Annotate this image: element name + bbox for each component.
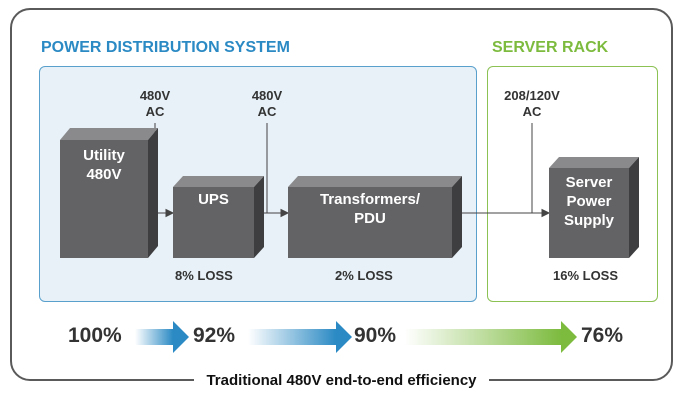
efficiency-start: 100%: [68, 324, 122, 347]
server-rack-panel: [487, 66, 658, 302]
ups-loss-label: 8% LOSS: [175, 268, 233, 283]
utility-voltage-type: AC: [145, 104, 165, 119]
efficiency-after-ups: 92%: [193, 324, 236, 347]
efficiency-arrow-1: [135, 321, 189, 353]
efficiency-arrow-2: [248, 321, 352, 353]
psu-label-line3: Supply: [563, 212, 614, 229]
footer-caption: Traditional 480V end-to-end efficiency: [194, 372, 489, 389]
server-rack-title: SERVER RACK: [492, 39, 609, 56]
utility-to-ups-arrowhead: [165, 208, 175, 218]
ups-voltage-value: 480V: [251, 88, 283, 103]
pdu-voltage-label: 208/120V AC: [494, 88, 570, 120]
utility-voltage-value: 480V: [139, 88, 171, 103]
efficiency-arrow-3: [405, 321, 577, 353]
footer-caption-row: Traditional 480V end-to-end efficiency: [0, 372, 683, 390]
pdu-block: [288, 176, 462, 258]
pdu-label-line2: PDU: [354, 210, 386, 227]
ups-voltage-type: AC: [257, 104, 277, 119]
psu-label-line2: Power: [566, 193, 612, 210]
psu-loss-label: 16% LOSS: [553, 268, 619, 283]
ups-voltage-label: 480V AC: [246, 88, 288, 120]
psu-label-line1: Server: [565, 174, 613, 191]
ups-to-pdu-arrowhead: [280, 208, 290, 218]
power-distribution-title: POWER DISTRIBUTION SYSTEM: [41, 39, 290, 56]
pdu-voltage-type: AC: [522, 104, 542, 119]
psu-block: [549, 157, 639, 258]
ups-label: UPS: [198, 191, 229, 208]
pdu-voltage-value: 208/120V: [504, 88, 560, 103]
utility-voltage-label: 480V AC: [134, 88, 176, 120]
psu-label: Server Power Supply: [549, 173, 629, 230]
utility-label-line1: Utility: [83, 147, 125, 164]
utility-block: [60, 128, 158, 258]
ups-block: [173, 176, 264, 258]
efficiency-after-pdu: 90%: [354, 324, 397, 347]
efficiency-final: 76%: [581, 324, 624, 347]
pdu-loss-label: 2% LOSS: [335, 268, 393, 283]
utility-label-line2: 480V: [86, 166, 122, 183]
pdu-label: Transformers/ PDU: [288, 190, 452, 228]
pdu-to-psu-arrowhead: [541, 208, 551, 218]
utility-label: Utility 480V: [60, 146, 148, 184]
pdu-label-line1: Transformers/: [319, 191, 421, 208]
